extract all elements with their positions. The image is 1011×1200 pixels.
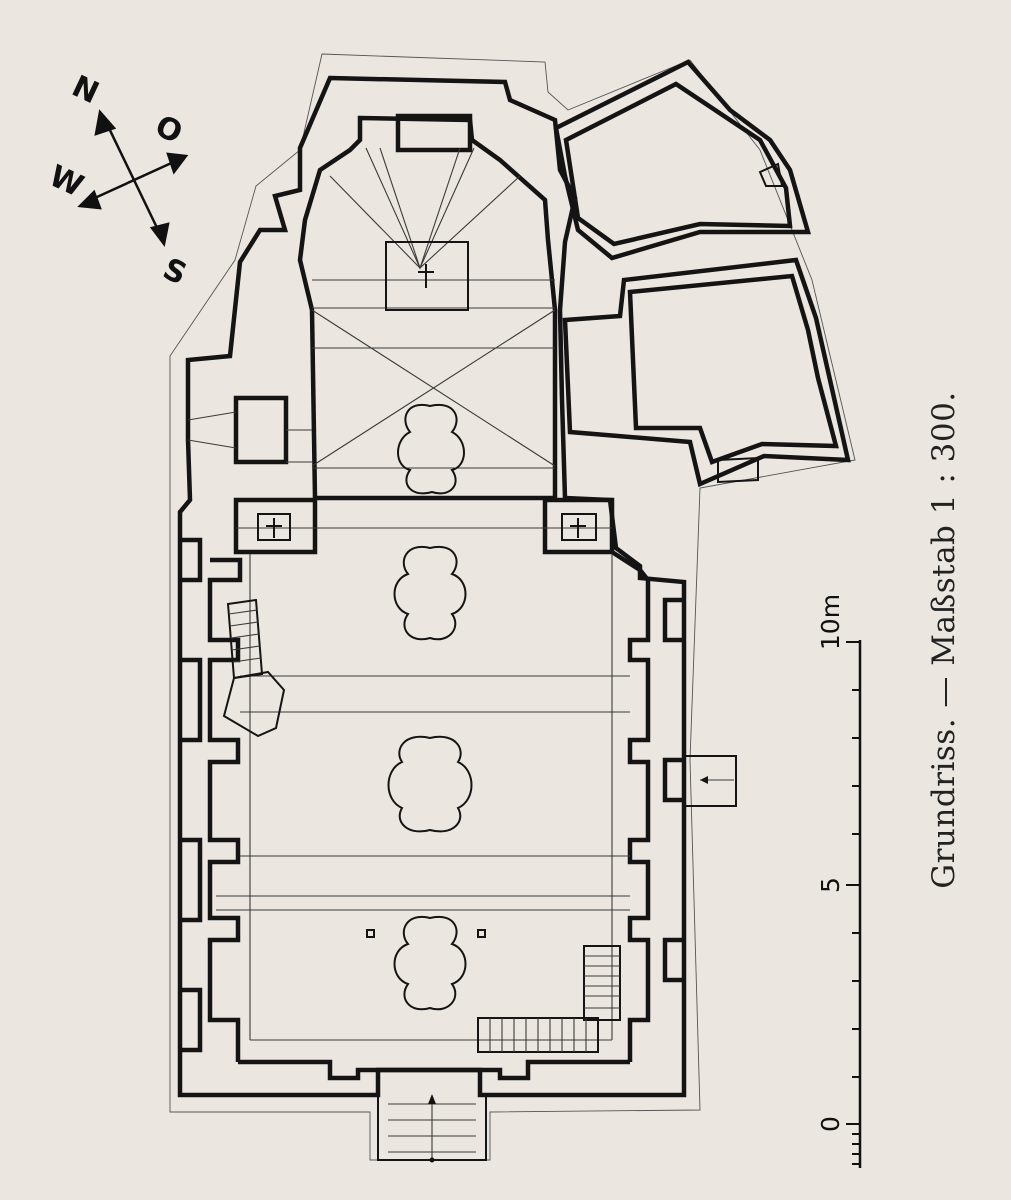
scale-label-5: 5 — [816, 877, 845, 893]
floor-plan — [169, 53, 856, 1163]
ceiling-ornaments — [387, 403, 473, 1011]
sacristy-upper-inner — [563, 81, 793, 247]
sacristy-lower-inner — [627, 273, 839, 465]
pillar-left — [366, 929, 375, 938]
site-outline — [169, 53, 856, 1161]
scale-label-10m: 10m — [816, 594, 845, 650]
compass-north-south-arrow — [94, 109, 170, 247]
altar-cross-icon — [418, 264, 434, 288]
gallery-stairs — [477, 945, 621, 1053]
high-altar — [385, 241, 469, 311]
compass-north-label: N — [67, 69, 105, 111]
west-buttresses — [180, 537, 203, 1053]
compass-west-label: W — [44, 159, 89, 205]
main-entrance — [377, 1094, 487, 1163]
scale-bar: 0 5 10m — [816, 594, 862, 1168]
choir-inner-wall — [297, 115, 558, 501]
nave-west-wall — [207, 557, 243, 1062]
side-altar-right — [561, 513, 597, 541]
plan-caption: Grundriss. — Maßstab 1 : 300. — [926, 391, 962, 888]
side-altar-left — [257, 513, 291, 541]
pulpit — [222, 598, 286, 738]
compass-south-label: S — [158, 252, 192, 293]
west-porch-steps — [187, 411, 312, 463]
compass-east-label: O — [150, 109, 188, 152]
west-porch — [233, 395, 289, 465]
compass-rose: N O W S — [44, 69, 192, 293]
pillar-right — [477, 929, 486, 938]
east-entrance — [684, 755, 737, 807]
sacristy-upper — [553, 59, 811, 261]
east-buttresses — [662, 597, 684, 983]
choir-vault-ribs — [311, 147, 556, 469]
sacristy-window — [758, 162, 784, 187]
compass-east-west-arrow — [77, 152, 189, 210]
nave-vault-lines — [216, 527, 630, 1041]
sacristy-lower — [562, 257, 851, 488]
nave-inner-wall — [233, 497, 615, 555]
sacristy-door — [717, 456, 759, 484]
nave-east-wall — [610, 550, 651, 1062]
altar-niche — [395, 113, 473, 153]
scale-label-0: 0 — [816, 1116, 845, 1132]
nave-south-wall — [238, 1059, 630, 1081]
